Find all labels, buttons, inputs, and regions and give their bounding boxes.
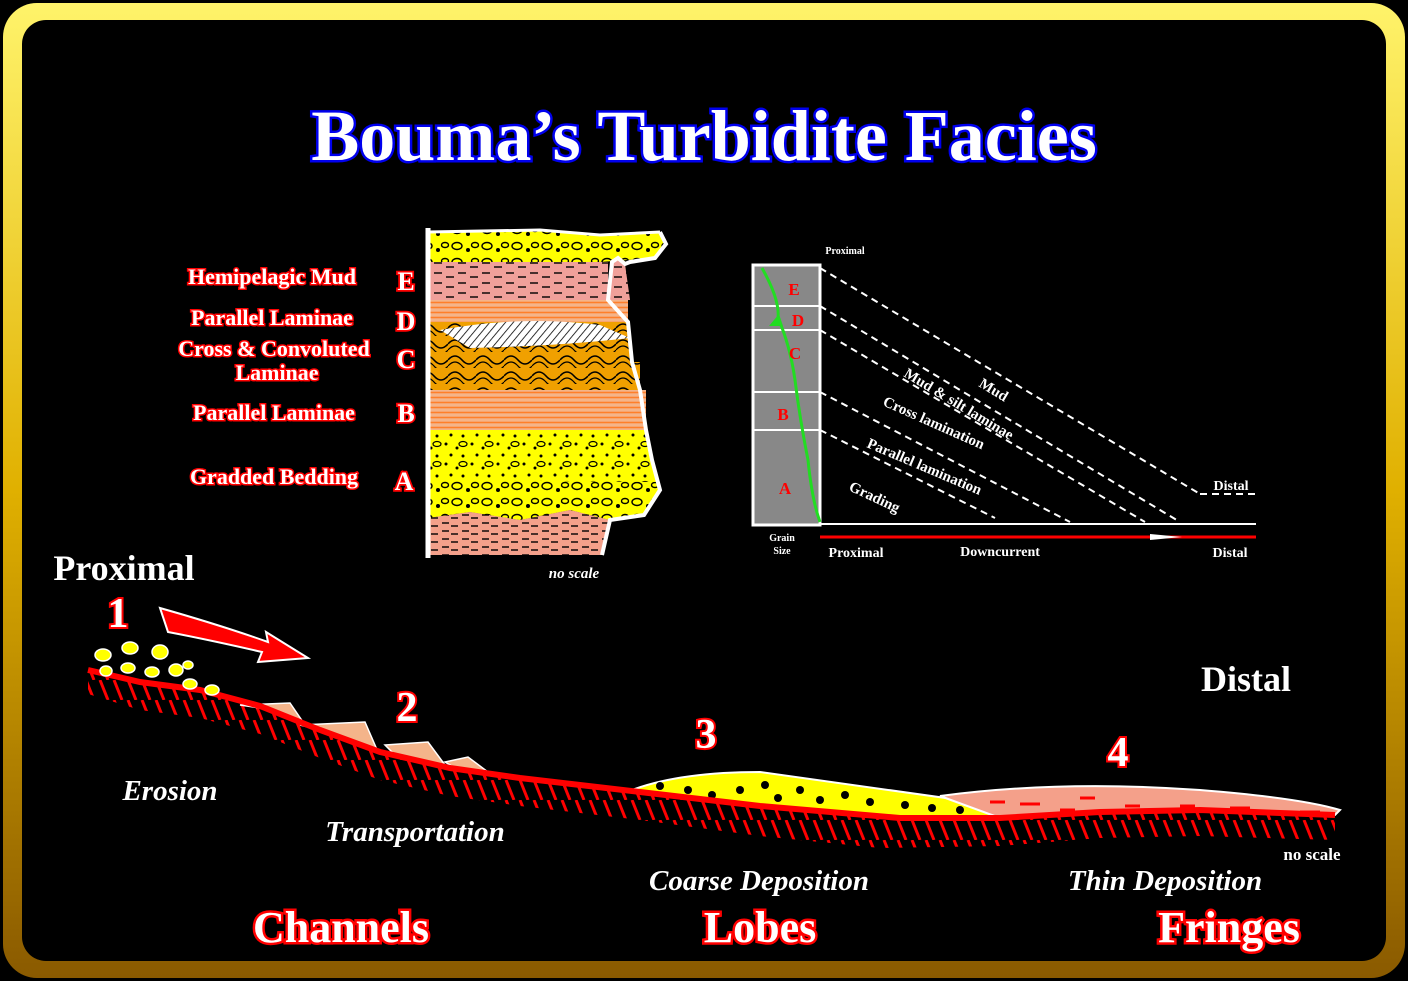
layer-b bbox=[428, 390, 646, 430]
profile-ticks bbox=[88, 670, 1335, 848]
graph-x-downcurrent: Downcurrent bbox=[960, 545, 1040, 560]
grain-size-label-1: Grain bbox=[769, 533, 795, 544]
letter-d: D bbox=[397, 307, 416, 336]
stage-label-coarse-deposition: Coarse Deposition bbox=[649, 865, 869, 897]
basin-profile bbox=[87, 606, 1342, 848]
label-gradded-bedding: Gradded Bedding bbox=[190, 464, 358, 489]
stage-labels: Erosion Transportation Coarse Deposition… bbox=[121, 775, 1262, 897]
column-labels: Hemipelagic Mud Parallel Laminae Cross &… bbox=[177, 263, 372, 491]
stage-3-number: 3 bbox=[696, 712, 717, 758]
seafloor-line bbox=[87, 667, 1336, 821]
stage-numbers: 1 2 3 4 bbox=[106, 589, 1131, 778]
layer-e bbox=[428, 262, 608, 300]
flow-arrow bbox=[158, 606, 312, 664]
graph-letter-b: B bbox=[777, 405, 788, 424]
zone-lobes: Lobes bbox=[704, 903, 816, 952]
graph-letter-c: C bbox=[789, 344, 801, 363]
column-no-scale: no scale bbox=[549, 566, 600, 582]
grain-size-label-2: Size bbox=[773, 546, 791, 557]
graph-letter-e: E bbox=[788, 280, 799, 299]
graph-column bbox=[751, 263, 822, 527]
graph-letter-d: D bbox=[792, 311, 804, 330]
graph-distal-upper: Distal bbox=[1214, 479, 1249, 494]
bouma-column bbox=[425, 228, 669, 558]
letter-a: A bbox=[395, 467, 414, 496]
graph-letter-a: A bbox=[779, 479, 792, 498]
layer-base-mud bbox=[428, 510, 610, 555]
profile-no-scale: no scale bbox=[1283, 845, 1341, 864]
letter-e: E bbox=[397, 267, 414, 296]
graph-letters: E D C B A bbox=[777, 280, 804, 498]
zone-fringes: Fringes bbox=[1158, 903, 1300, 952]
downcurrent-arrow bbox=[1150, 534, 1182, 540]
stage-label-transportation: Transportation bbox=[325, 816, 504, 848]
stage-4-number: 4 bbox=[1108, 730, 1129, 776]
label-cross-convoluted: Cross & Convoluted bbox=[178, 336, 370, 361]
stage-1-number: 1 bbox=[108, 591, 129, 637]
label-parallel-laminae-b: Parallel Laminae bbox=[193, 400, 355, 425]
graph-x-proximal: Proximal bbox=[829, 546, 884, 561]
graph-x-distal: Distal bbox=[1213, 546, 1248, 561]
layer-top-sand bbox=[428, 230, 666, 262]
eroded-pebbles bbox=[94, 641, 220, 696]
stage-label-erosion: Erosion bbox=[121, 775, 217, 807]
letter-b: B bbox=[397, 399, 414, 428]
grain-size-curve bbox=[760, 267, 822, 523]
facies-graph bbox=[751, 263, 1258, 540]
layer-d bbox=[428, 300, 628, 322]
letter-c: C bbox=[397, 345, 416, 374]
profile-proximal: Proximal bbox=[53, 548, 194, 588]
zone-channels: Channels bbox=[253, 903, 429, 952]
stage-2-number: 2 bbox=[397, 685, 418, 731]
stage-label-thin-deposition: Thin Deposition bbox=[1068, 865, 1262, 897]
zone-labels: Channels Lobes Fringes bbox=[250, 901, 1302, 955]
profile-distal: Distal bbox=[1201, 659, 1291, 699]
column-letters: E D C B A bbox=[393, 265, 417, 498]
grain-size-arrow bbox=[769, 314, 783, 326]
page-title: Bouma’s Turbidite Facies bbox=[311, 96, 1096, 176]
label-laminae: Laminae bbox=[235, 360, 318, 385]
label-hemipelagic-mud: Hemipelagic Mud bbox=[188, 264, 356, 289]
label-parallel-laminae-d: Parallel Laminae bbox=[191, 305, 353, 330]
graph-top-proximal: Proximal bbox=[825, 246, 864, 257]
